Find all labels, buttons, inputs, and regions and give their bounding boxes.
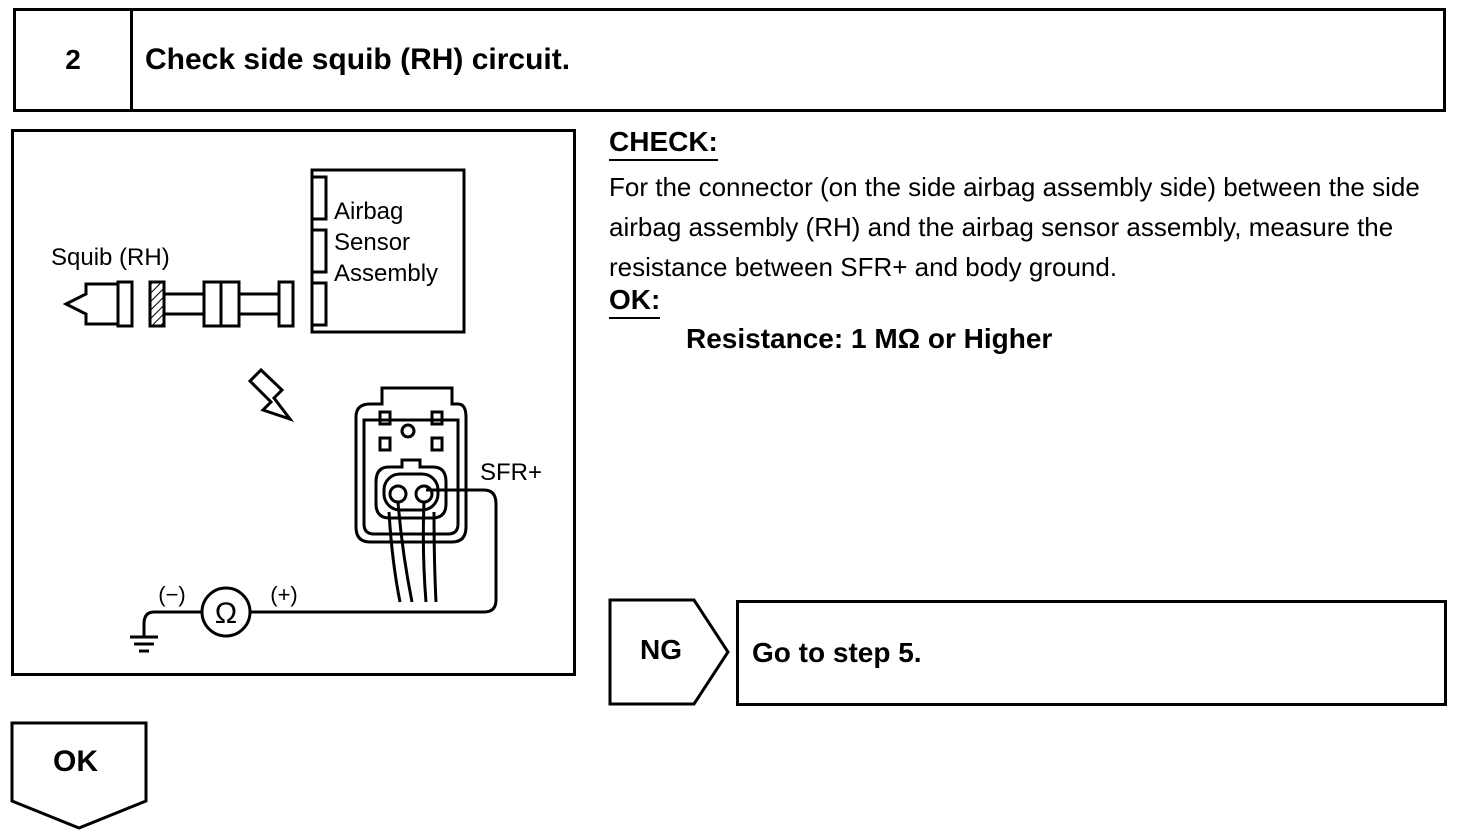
ground-lead <box>142 610 202 637</box>
sensor-connector-3 <box>310 281 328 327</box>
sensor-label-line-2: Sensor <box>334 229 411 257</box>
sensor-label-line-3: Assembly <box>334 260 439 288</box>
squib-connector-a <box>116 280 134 328</box>
check-heading: CHECK: <box>609 126 718 161</box>
wiring-diagram: Ω (−) (+) Squib (RH) Airbag Sensor Assem… <box>11 129 576 676</box>
step-title: Check side squib (RH) circuit. <box>145 43 571 76</box>
ng-tag: NG <box>608 598 732 706</box>
connector-outer <box>354 386 468 544</box>
ng-action: Go to step 5. <box>736 600 1447 706</box>
connector-pin-4 <box>430 436 444 452</box>
wire-pair <box>387 501 438 603</box>
resistance-spec: Resistance: 1 MΩ or Higher <box>686 323 1053 354</box>
sensor-assembly-label: Airbag Sensor Assembly <box>334 196 438 290</box>
connector-pin-1 <box>378 410 392 426</box>
check-instructions: For the connector (on the side airbag as… <box>609 172 1420 282</box>
connector-lock <box>400 423 416 439</box>
harness-wire <box>164 292 279 316</box>
diagram-drawing: Ω (−) (+) <box>62 168 498 653</box>
harness-connector-b <box>219 280 241 328</box>
ok-tag-shape <box>10 721 148 830</box>
harness-connector-c <box>277 280 295 328</box>
ground-symbol <box>130 635 158 653</box>
ok-heading: OK: <box>609 284 661 319</box>
terminal-seat <box>382 472 440 512</box>
squib-label: Squib (RH) <box>51 244 170 271</box>
squib-end <box>62 282 118 326</box>
step-header: 2 Check side squib (RH) circuit. <box>13 8 1446 112</box>
test-lead <box>251 488 498 614</box>
ok-tag: OK <box>10 721 148 831</box>
meter-minus-label: (−) <box>158 582 186 607</box>
connector-pin-3 <box>378 436 392 452</box>
sensor-connector-1 <box>310 175 328 221</box>
ng-tag-shape <box>608 598 730 706</box>
ohm-symbol: Ω <box>215 597 237 630</box>
squib-connector-b <box>148 280 166 328</box>
terminal-label: SFR+ <box>480 459 543 486</box>
connector-pin-2 <box>430 410 444 426</box>
terminal-left <box>388 484 408 504</box>
step-number: 2 <box>16 11 133 109</box>
connector-inner <box>362 418 460 536</box>
ok-label: OK <box>53 745 98 778</box>
harness-connector-a <box>202 280 223 328</box>
sensor-label-line-1: Airbag <box>334 198 404 225</box>
meter-plus-label: (+) <box>270 582 298 607</box>
view-arrow <box>247 367 295 422</box>
ng-label: NG <box>640 634 682 665</box>
terminal-right <box>414 484 434 504</box>
sensor-connector-2 <box>310 228 328 274</box>
